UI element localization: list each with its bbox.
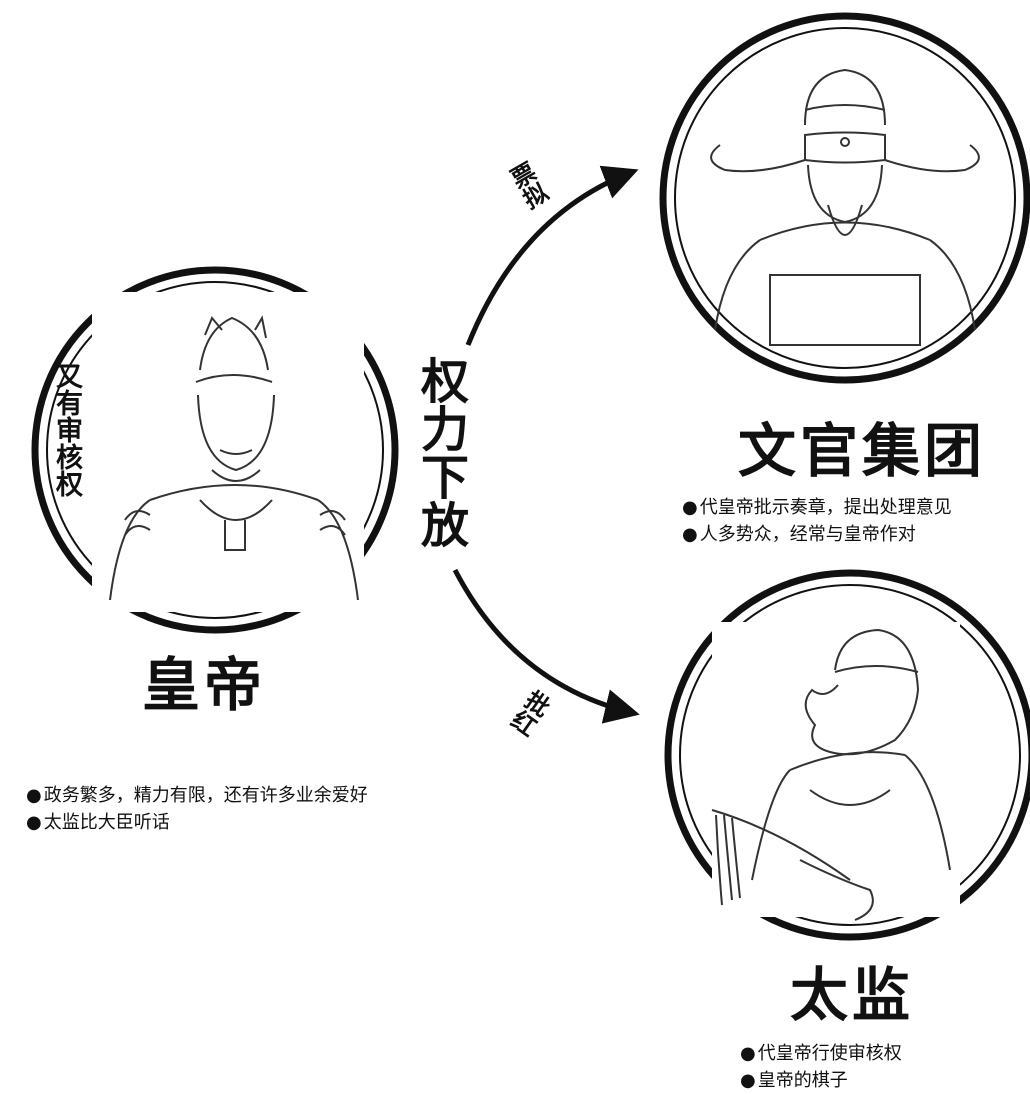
eunuch-figure-sketch	[711, 628, 951, 921]
officials-ring	[659, 12, 1030, 384]
officials-bullets: 代皇帝批示奏章，提出处理意见 人多势众，经常与皇帝作对	[682, 494, 952, 548]
emperor-bullet-1: 政务繁多，精力有限，还有许多业余爱好	[26, 782, 368, 809]
eunuch-bullet-2: 皇帝的棋子	[740, 1067, 902, 1094]
emperor-figure-sketch	[109, 315, 359, 601]
emperor-ring	[31, 266, 399, 634]
center-label: 权力下放	[412, 356, 468, 548]
eunuch-portrait	[664, 569, 1030, 941]
delegation-arrows	[452, 165, 640, 724]
officials-bullet-1: 代皇帝批示奏章，提出处理意见	[682, 494, 952, 521]
emperor-bullets: 政务繁多，精力有限，还有许多业余爱好 太监比大臣听话	[26, 782, 368, 836]
emperor-bullet-2: 太监比大臣听话	[26, 809, 368, 836]
officials-bullet-2: 人多势众，经常与皇帝作对	[682, 521, 952, 548]
emperor-side-note: 又有审核权	[51, 362, 82, 497]
eunuch-bullets: 代皇帝行使审核权 皇帝的棋子	[740, 1040, 902, 1094]
lower-arrow	[452, 568, 640, 724]
emperor-portrait	[31, 266, 399, 634]
officials-title: 文官集团	[738, 417, 987, 485]
eunuch-title: 太监	[790, 961, 915, 1029]
eunuch-bullet-1: 代皇帝行使审核权	[740, 1040, 902, 1067]
officials-portrait	[659, 12, 1030, 384]
emperor-title: 皇帝	[142, 651, 267, 719]
officials-figure-sketch	[710, 68, 980, 346]
upper-arrow	[465, 165, 639, 346]
eunuch-ring	[664, 569, 1030, 941]
